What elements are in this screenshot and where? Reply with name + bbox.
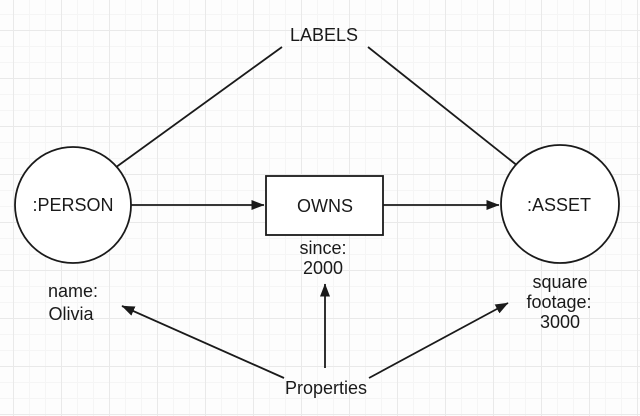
properties-annotation: Properties bbox=[285, 378, 367, 398]
footage-property-line1: square bbox=[532, 272, 587, 292]
since-property-line2: 2000 bbox=[303, 258, 343, 278]
owns-relationship-label: OWNS bbox=[297, 196, 353, 216]
arrow-properties-to-name bbox=[121, 305, 285, 379]
labels-annotation: LABELS bbox=[290, 25, 358, 45]
asset-node-circle bbox=[500, 144, 620, 264]
arrow-labels-to-asset bbox=[367, 46, 544, 187]
name-property-line2: Olivia bbox=[48, 304, 94, 324]
arrow-labels-to-person bbox=[89, 46, 283, 187]
name-property-line1: name: bbox=[48, 281, 98, 301]
asset-node-label: :ASSET bbox=[527, 195, 591, 215]
owns-relationship-box bbox=[265, 175, 384, 236]
footage-property-line2: footage: bbox=[526, 292, 591, 312]
person-node-circle bbox=[14, 146, 132, 264]
footage-property-line3: 3000 bbox=[540, 312, 580, 332]
person-node-label: :PERSON bbox=[32, 195, 113, 215]
since-property-line1: since: bbox=[299, 238, 346, 258]
arrow-properties-to-footage bbox=[368, 302, 509, 379]
